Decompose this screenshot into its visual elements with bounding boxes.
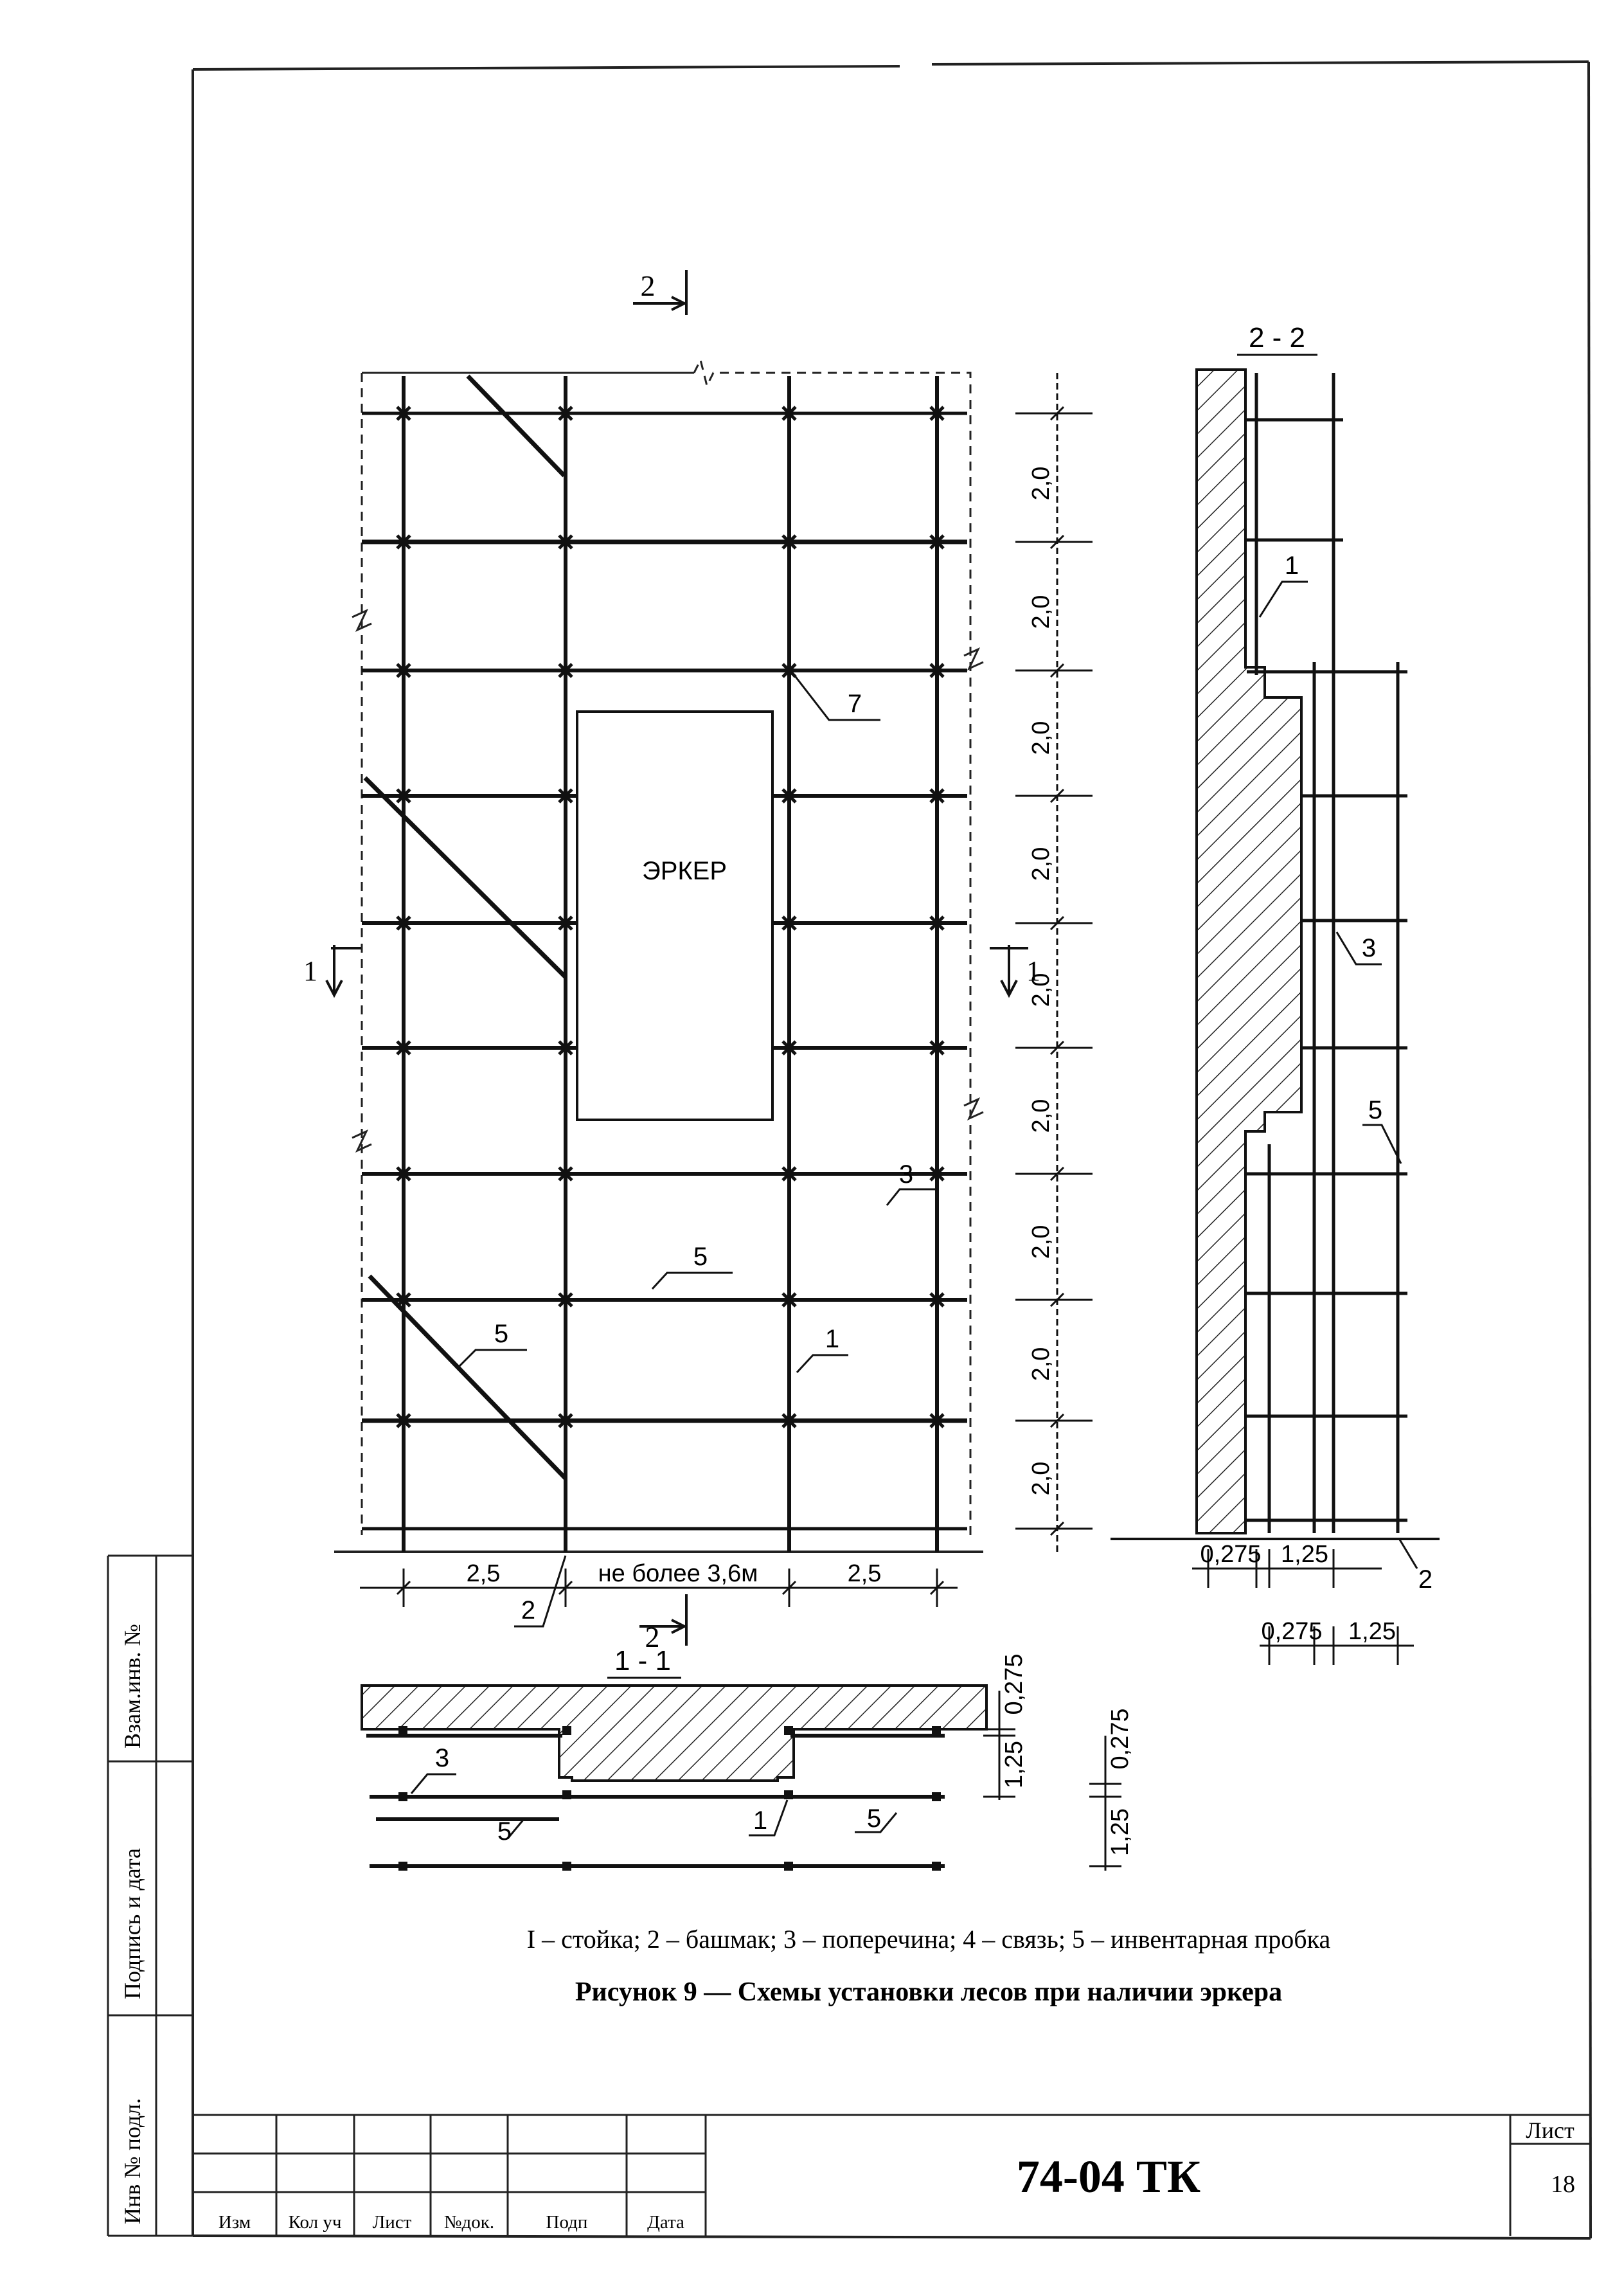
section-2-2-callout-2: 2 (1418, 1565, 1432, 1594)
section-1-1-ledgers (366, 1734, 945, 1868)
title-col-data: Дата (647, 2212, 684, 2233)
title-col-kol-uch: Кол уч (289, 2212, 342, 2233)
bay-window-label: ЭРКЕР (642, 857, 727, 885)
section-2-2-posts (1254, 373, 1400, 1533)
section-2-2-dim-125-b: 1,25 (1348, 1618, 1396, 1645)
section-1-1-dim-125-a: 1,25 (1001, 1741, 1028, 1788)
section-2-bottom-label: 2 (645, 1621, 660, 1653)
level-dim-6: 2,0 (1028, 1099, 1055, 1133)
level-dim-5: 2,0 (1028, 973, 1055, 1007)
figure-legend: I – стойка; 2 – башмак; 3 – поперечина; … (527, 1925, 1331, 1954)
section-2-2-callout-1: 1 (1285, 552, 1299, 580)
section-2-2-ledgers (1247, 418, 1407, 1522)
side-stamp-signature-date: Подпись и дата (120, 1848, 145, 1999)
section-1-1-callout-3: 3 (435, 1744, 449, 1772)
side-stamp-original-inv: Инв № подл. (120, 2098, 145, 2224)
level-dim-7: 2,0 (1028, 1225, 1055, 1259)
section-1-1-callout-1: 1 (753, 1806, 767, 1835)
section-1-1-callout-5-right: 5 (867, 1804, 881, 1833)
section-2-2-dims (1192, 1549, 1414, 1665)
level-dim-8: 2,0 (1028, 1347, 1055, 1381)
section-1-1-wall (361, 1684, 988, 1782)
section-2-2-dim-125-a: 1,25 (1281, 1541, 1328, 1568)
section-1-1-dims (983, 1691, 1121, 1871)
level-dim-3: 2,0 (1028, 721, 1055, 755)
level-dimension-chain (1015, 373, 1093, 1552)
level-dim-9: 2,0 (1028, 1462, 1055, 1496)
sheet-frame (192, 60, 1592, 2240)
callout-5-diagonal: 5 (494, 1320, 508, 1348)
section-1-1-dim-0275-b: 0,275 (1107, 1708, 1134, 1769)
side-stamp-replaced-inv: Взам.инв. № (120, 1624, 145, 1749)
side-stamp (107, 1554, 193, 2237)
title-block-grid (193, 2114, 1591, 2236)
title-col-podp: Подп (546, 2212, 588, 2233)
scaffold-couplers (396, 406, 945, 1428)
section-1-right-label: 1 (1026, 955, 1040, 987)
level-dim-4: 2,0 (1028, 847, 1055, 881)
scaffold-ledgers (362, 411, 967, 1531)
elevation-frame (334, 357, 984, 1553)
dim-bay-left: 2,5 (467, 1560, 501, 1587)
callout-3: 3 (899, 1160, 913, 1189)
scaffold-diagonals (363, 374, 567, 1480)
section-2-2-wall (1195, 368, 1303, 1534)
level-dim-2: 2,0 (1028, 595, 1055, 629)
section-1-1-dim-125-b: 1,25 (1107, 1808, 1134, 1856)
section-2-2-callout-5: 5 (1368, 1096, 1382, 1124)
callout-7: 7 (848, 690, 862, 718)
section-1-1-callout-5-left: 5 (497, 1817, 512, 1846)
section-2-2-callout-3: 3 (1362, 934, 1376, 962)
figure-caption: Рисунок 9 — Схемы установки лесов при на… (575, 1977, 1282, 2007)
callout-1: 1 (825, 1325, 839, 1353)
section-1-1-posts (398, 1726, 941, 1871)
section-1-1-leaders (410, 1773, 898, 1839)
callout-2: 2 (521, 1596, 535, 1624)
title-col-izm: Изм (219, 2212, 251, 2233)
section-2-top-marker (633, 270, 688, 315)
section-1-left-marker (325, 945, 361, 998)
section-1-1-title: 1 - 1 (614, 1645, 671, 1677)
section-1-left-label: 1 (303, 955, 317, 987)
bay-window-opening (576, 710, 774, 1121)
dim-bay-middle: не более 3,6м (598, 1560, 758, 1587)
title-col-doc-no: №док. (444, 2212, 494, 2233)
sheet-label: Лист (1526, 2118, 1575, 2143)
section-1-right-marker (990, 945, 1028, 998)
section-2-2-title: 2 - 2 (1249, 322, 1305, 354)
level-dim-1: 2,0 (1028, 467, 1055, 501)
section-2-bottom-marker (639, 1594, 688, 1646)
document-code: 74-04 ТК (1017, 2151, 1200, 2202)
section-2-2-leaders (1258, 580, 1418, 1569)
elevation-callout-leaders (458, 668, 937, 1628)
section-2-top-label: 2 (641, 269, 656, 302)
section-1-1-dim-0275-a: 0,275 (1001, 1653, 1028, 1714)
elevation-bottom-dimension (360, 1569, 958, 1607)
section-2-2-dim-0275-a: 0,275 (1200, 1541, 1261, 1568)
scaffold-posts (402, 376, 939, 1552)
callout-5-ledger: 5 (693, 1243, 708, 1271)
title-col-list: Лист (373, 2212, 412, 2233)
dim-bay-right: 2,5 (848, 1560, 882, 1587)
section-2-2-dim-0275-b: 0,275 (1261, 1618, 1322, 1645)
sheet-number: 18 (1551, 2171, 1575, 2198)
